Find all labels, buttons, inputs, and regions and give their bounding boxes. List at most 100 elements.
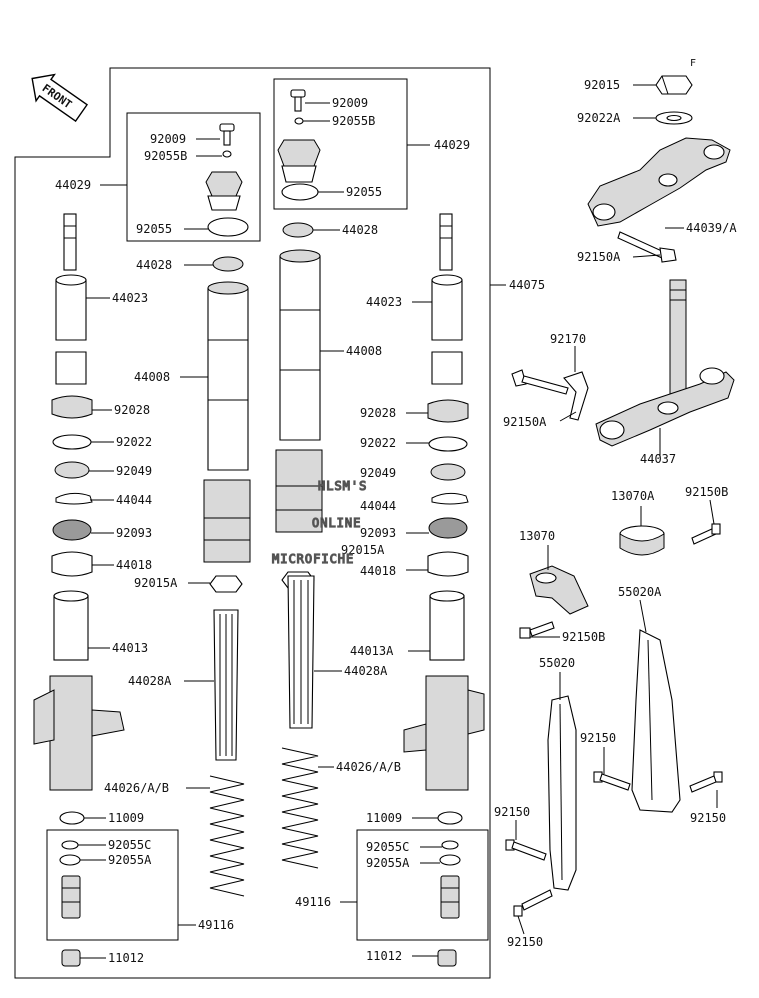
label-92150B-top: 92150B <box>685 485 728 499</box>
valve-49116-left <box>61 875 81 919</box>
bushing-92028-right <box>427 399 469 423</box>
bolt-92150A-mid <box>511 369 569 395</box>
seal-92093-left <box>52 519 92 541</box>
watermark-line-2: ONLINE <box>312 516 361 530</box>
seal-92049-left <box>54 461 90 479</box>
oring-92055B-right <box>294 117 304 125</box>
bolt-92009-right <box>290 89 306 112</box>
label-11009-left: 11009 <box>108 811 144 825</box>
part-labels: 92015 92022A 44039/A 92150A 92009 92055B… <box>55 78 737 965</box>
cap-left <box>205 171 243 211</box>
guide-44028A-right <box>287 575 315 729</box>
bolt-92150-c <box>505 839 547 861</box>
label-49116-right: 49116 <box>295 895 331 909</box>
label-44018-left: 44018 <box>116 558 152 572</box>
nut-11012-right <box>437 949 457 967</box>
leader-lines <box>78 84 718 959</box>
clip-44044-left <box>55 492 93 505</box>
nut-11012-left <box>61 949 81 967</box>
right-valve-box <box>356 829 489 941</box>
oring-92055A-right <box>439 854 461 866</box>
bolt-92009-left <box>219 123 235 146</box>
corner-mark: F <box>690 58 696 69</box>
label-11012-left: 11012 <box>108 951 144 965</box>
label-92055C-left: 92055C <box>108 838 151 852</box>
label-92049-left: 92049 <box>116 464 152 478</box>
bushing-92028-left <box>51 395 93 419</box>
cap-right <box>277 139 321 183</box>
seal-92049-right <box>430 463 466 481</box>
clip-44044-right <box>431 492 469 505</box>
label-11009-right: 11009 <box>366 811 402 825</box>
oring-92055C-left <box>61 840 79 850</box>
fork-assembly-frame <box>14 67 491 979</box>
oring-92055-left <box>207 217 249 237</box>
bushing-44018-right <box>427 551 469 577</box>
seal-44028-left <box>212 256 244 272</box>
upper-bracket-44039 <box>587 137 731 227</box>
label-92150-b: 92150 <box>690 811 726 825</box>
label-92022-left: 92022 <box>116 435 152 449</box>
bolt-92150-a <box>593 771 631 791</box>
label-55020A: 55020A <box>618 585 662 599</box>
bolt-92150-d <box>513 889 553 917</box>
label-92170: 92170 <box>550 332 586 346</box>
label-44023-right: 44023 <box>366 295 402 309</box>
label-44029-left: 44029 <box>55 178 91 192</box>
label-92150-a: 92150 <box>580 731 616 745</box>
washer-92022-right <box>428 436 468 452</box>
washer-11009-left <box>59 811 85 825</box>
bolt-92150B-mid <box>519 621 555 639</box>
bushing-44018-left <box>51 551 93 577</box>
label-44013: 44013 <box>112 641 148 655</box>
label-49116-left: 49116 <box>198 918 234 932</box>
watermark-line-1: HLSM'S <box>318 479 367 493</box>
fork-guard-55020 <box>547 695 577 891</box>
label-92009-left: 92009 <box>150 132 186 146</box>
label-44075: 44075 <box>509 278 545 292</box>
bolt-92150B-top <box>691 523 721 545</box>
label-44028-left: 44028 <box>136 258 172 272</box>
label-13070A: 13070A <box>611 489 655 503</box>
label-92055A-left: 92055A <box>108 853 152 867</box>
bolt-92150A-top <box>617 231 677 263</box>
label-44026-right: 44026/A/B <box>336 760 401 774</box>
label-92093-right: 92093 <box>360 526 396 540</box>
label-92049-right: 92049 <box>360 466 396 480</box>
label-44008-right: 44008 <box>346 344 382 358</box>
label-44028A-right: 44028A <box>344 664 388 678</box>
oring-92055A-left <box>59 854 81 866</box>
label-92009-right: 92009 <box>332 96 368 110</box>
nut-92015 <box>655 75 693 95</box>
washer-11009-right <box>437 811 463 825</box>
hose-guide-13070A <box>619 525 665 556</box>
label-44028-right: 44028 <box>342 223 378 237</box>
valve-49116-right <box>440 875 460 919</box>
outer-tube-44013A <box>403 590 485 791</box>
tube-44023-right <box>431 213 463 385</box>
label-92022A-top: 92022A <box>577 111 621 125</box>
label-92015A-right: 92015A <box>341 543 385 557</box>
watermark: HLSM'S ONLINE MICROFICHE <box>271 478 367 566</box>
washer-92022-left <box>52 434 92 450</box>
hose-guide-13070 <box>529 565 589 615</box>
label-92150-c: 92150 <box>494 805 530 819</box>
spring-44026-left <box>209 775 245 897</box>
label-92055C-right: 92055C <box>366 840 409 854</box>
label-44026-left: 44026/A/B <box>104 781 169 795</box>
label-44037: 44037 <box>640 452 676 466</box>
left-cap-box <box>126 112 261 242</box>
label-92015A-left: 92015A <box>134 576 178 590</box>
seal-92093-right <box>428 517 468 539</box>
label-92055B-right: 92055B <box>332 114 375 128</box>
cylinder-44008-right <box>275 249 323 533</box>
fork-guard-55020A <box>631 629 681 813</box>
outer-tube-44013 <box>33 590 125 791</box>
label-92150A-top: 92150A <box>577 250 621 264</box>
label-44044-right: 44044 <box>360 499 396 513</box>
steering-stem-44037 <box>595 279 735 447</box>
oring-92055B-left <box>222 150 232 158</box>
nut-92015A-left <box>209 575 243 593</box>
label-92022-right: 92022 <box>360 436 396 450</box>
